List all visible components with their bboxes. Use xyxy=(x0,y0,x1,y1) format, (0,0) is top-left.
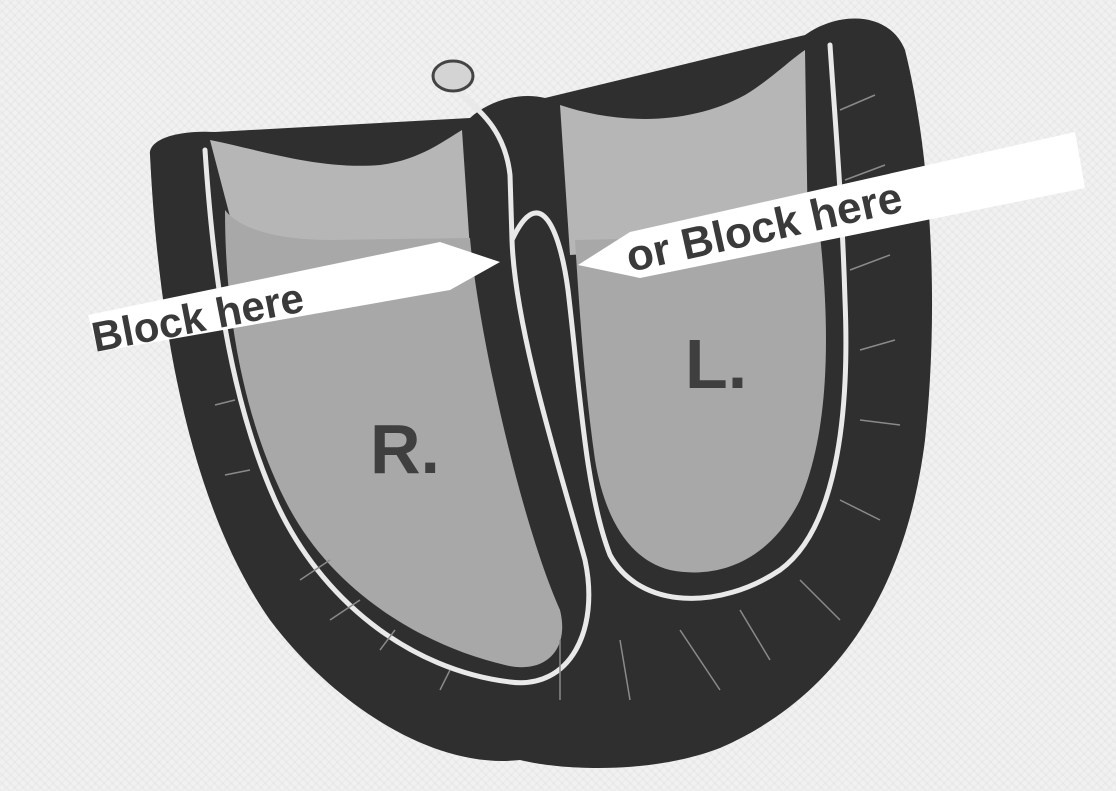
av-node xyxy=(433,61,473,91)
right-chamber-label: R. xyxy=(370,410,440,488)
left-chamber-label: L. xyxy=(685,325,747,403)
